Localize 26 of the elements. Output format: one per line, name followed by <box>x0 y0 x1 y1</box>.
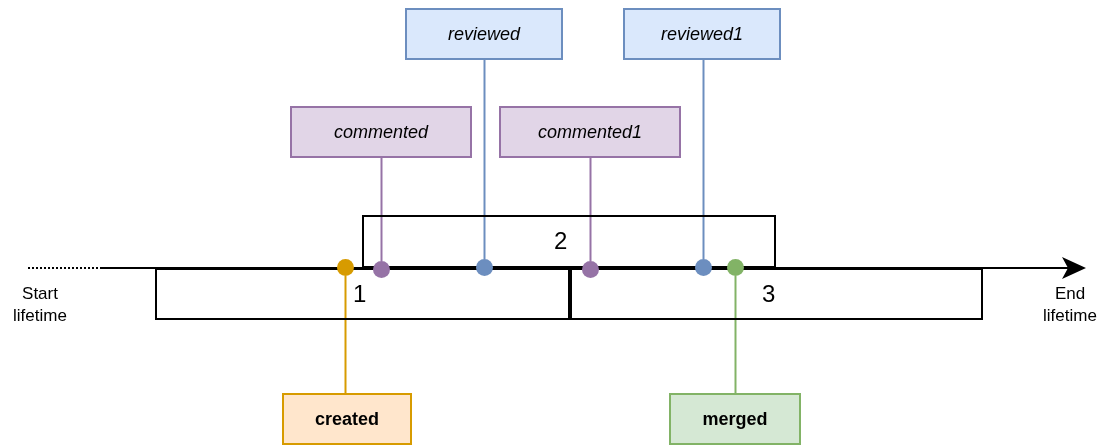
event-dot <box>476 259 493 276</box>
event-label-box: created <box>282 393 412 445</box>
timeline-end-label: End lifetime <box>1042 283 1098 327</box>
event-label-box: reviewed <box>405 8 563 60</box>
timeline-end-label: Start lifetime <box>12 283 68 327</box>
leader-line <box>344 275 347 394</box>
event-label-box: commented1 <box>499 106 681 158</box>
event-dot <box>337 259 354 276</box>
period-box <box>570 268 983 320</box>
event-label-box: merged <box>669 393 801 445</box>
period-box <box>155 268 570 320</box>
event-label-box: commented <box>290 106 472 158</box>
leader-line <box>734 275 737 394</box>
event-dot <box>695 259 712 276</box>
period-number: 1 <box>353 280 367 308</box>
leader-line <box>702 59 705 260</box>
period-number: 2 <box>554 227 568 255</box>
period-box <box>362 215 776 268</box>
leader-line <box>380 157 383 262</box>
event-dot <box>582 261 599 278</box>
event-dot <box>727 259 744 276</box>
event-label-box: reviewed1 <box>623 8 781 60</box>
event-dot <box>373 261 390 278</box>
period-number: 3 <box>762 280 776 308</box>
leader-line <box>589 157 592 262</box>
leader-line <box>483 59 486 260</box>
